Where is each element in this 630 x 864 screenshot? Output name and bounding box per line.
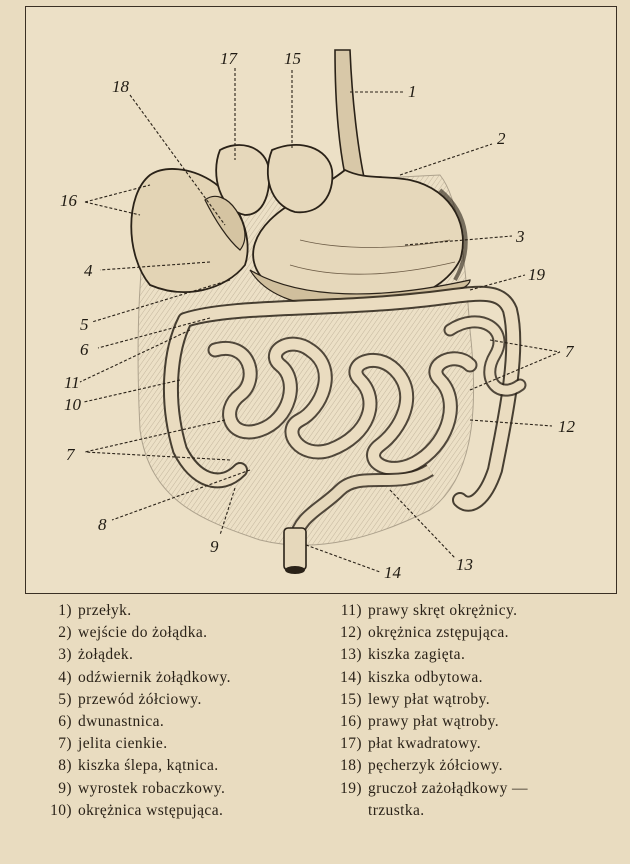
legend-text: żołądek. — [78, 644, 133, 666]
legend-column-left: 1)przełyk. 2)wejście do żołądka. 3)żołąd… — [38, 600, 318, 822]
legend-item: 11)prawy skręt okrężnicy. — [328, 600, 608, 622]
legend-text: okrężnica wstępująca. — [78, 800, 223, 822]
legend-item: 15)lewy płat wątroby. — [328, 689, 608, 711]
legend-text: wyrostek robaczkowy. — [78, 778, 225, 800]
callout-7b: 7 — [565, 342, 575, 361]
legend-item: 8)kiszka ślepa, kątnica. — [38, 755, 318, 777]
callout-17: 17 — [220, 49, 239, 68]
legend-text: kiszka zagięta. — [368, 644, 465, 666]
legend-number: 10) — [38, 800, 78, 822]
callout-16: 16 — [60, 191, 78, 210]
callout-18: 18 — [112, 77, 130, 96]
esophagus — [335, 50, 365, 182]
legend-item: 13)kiszka zagięta. — [328, 644, 608, 666]
legend-number: 6) — [38, 711, 78, 733]
legend-item: 9)wyrostek robaczkowy. — [38, 778, 318, 800]
legend-text: okrężnica zstępująca. — [368, 622, 509, 644]
legend-text: prawy skręt okrężnicy. — [368, 600, 517, 622]
legend-number: 14) — [328, 667, 368, 689]
legend-text: jelita cienkie. — [78, 733, 168, 755]
legend-item: 14)kiszka odbytowa. — [328, 667, 608, 689]
legend-item: 7)jelita cienkie. — [38, 733, 318, 755]
legend-column-right: 11)prawy skręt okrężnicy. 12)okrężnica z… — [328, 600, 608, 822]
legend-text: dwunastnica. — [78, 711, 164, 733]
callout-3: 3 — [515, 227, 525, 246]
legend-text: kiszka odbytowa. — [368, 667, 483, 689]
callout-12: 12 — [558, 417, 576, 436]
legend-item: 19)gruczoł zażołądkowy — — [328, 778, 608, 800]
callout-2: 2 — [497, 129, 506, 148]
legend-number: 2) — [38, 622, 78, 644]
liver-left-lobe — [268, 145, 333, 212]
legend-text: odźwiernik żołądkowy. — [78, 667, 231, 689]
legend-number: 5) — [38, 689, 78, 711]
legend-text: płat kwadratowy. — [368, 733, 481, 755]
callout-11: 11 — [64, 373, 80, 392]
callout-10: 10 — [64, 395, 82, 414]
legend-number: 1) — [38, 600, 78, 622]
legend-item: 18)pęcherzyk żółciowy. — [328, 755, 608, 777]
callout-9: 9 — [210, 537, 219, 556]
legend-number: 3) — [38, 644, 78, 666]
callout-6: 6 — [80, 340, 89, 359]
legend-item: 4)odźwiernik żołądkowy. — [38, 667, 318, 689]
callout-14: 14 — [384, 563, 402, 582]
callout-8: 8 — [98, 515, 107, 534]
legend-number: 4) — [38, 667, 78, 689]
legend-continuation: trzustka. — [328, 800, 608, 822]
legend-number: 11) — [328, 600, 368, 622]
callout-13: 13 — [456, 555, 473, 574]
legend-number: 13) — [328, 644, 368, 666]
legend-number: 9) — [38, 778, 78, 800]
legend-item: 1)przełyk. — [38, 600, 318, 622]
legend-number: 16) — [328, 711, 368, 733]
legend-item: 17)płat kwadratowy. — [328, 733, 608, 755]
legend-text: pęcherzyk żółciowy. — [368, 755, 503, 777]
legend-item: 16)prawy płat wątroby. — [328, 711, 608, 733]
figure-legend: 1)przełyk. 2)wejście do żołądka. 3)żołąd… — [38, 600, 608, 850]
legend-text: przewód żółciowy. — [78, 689, 202, 711]
legend-text: kiszka ślepa, kątnica. — [78, 755, 219, 777]
legend-text: lewy płat wątroby. — [368, 689, 490, 711]
legend-number: 12) — [328, 622, 368, 644]
legend-number: 19) — [328, 778, 368, 800]
legend-text: prawy płat wątroby. — [368, 711, 499, 733]
legend-item: 12)okrężnica zstępująca. — [328, 622, 608, 644]
legend-text: gruczoł zażołądkowy — — [368, 778, 528, 800]
digestive-system-illustration: 1 2 3 4 5 6 7 7 8 9 10 11 12 13 14 15 16… — [0, 0, 630, 600]
legend-item: 3)żołądek. — [38, 644, 318, 666]
callout-19: 19 — [528, 265, 546, 284]
rectum — [284, 528, 306, 570]
legend-text: wejście do żołądka. — [78, 622, 207, 644]
callout-5: 5 — [80, 315, 89, 334]
legend-item: 5)przewód żółciowy. — [38, 689, 318, 711]
legend-item: 6)dwunastnica. — [38, 711, 318, 733]
legend-text: przełyk. — [78, 600, 132, 622]
legend-item: 10)okrężnica wstępująca. — [38, 800, 318, 822]
legend-number: 7) — [38, 733, 78, 755]
legend-number: 8) — [38, 755, 78, 777]
legend-text: trzustka. — [368, 800, 425, 822]
legend-number: 15) — [328, 689, 368, 711]
callout-7a: 7 — [66, 445, 76, 464]
callout-1: 1 — [408, 82, 417, 101]
callout-4: 4 — [84, 261, 93, 280]
legend-number: 18) — [328, 755, 368, 777]
legend-number: 17) — [328, 733, 368, 755]
legend-item: 2)wejście do żołądka. — [38, 622, 318, 644]
callout-15: 15 — [284, 49, 301, 68]
